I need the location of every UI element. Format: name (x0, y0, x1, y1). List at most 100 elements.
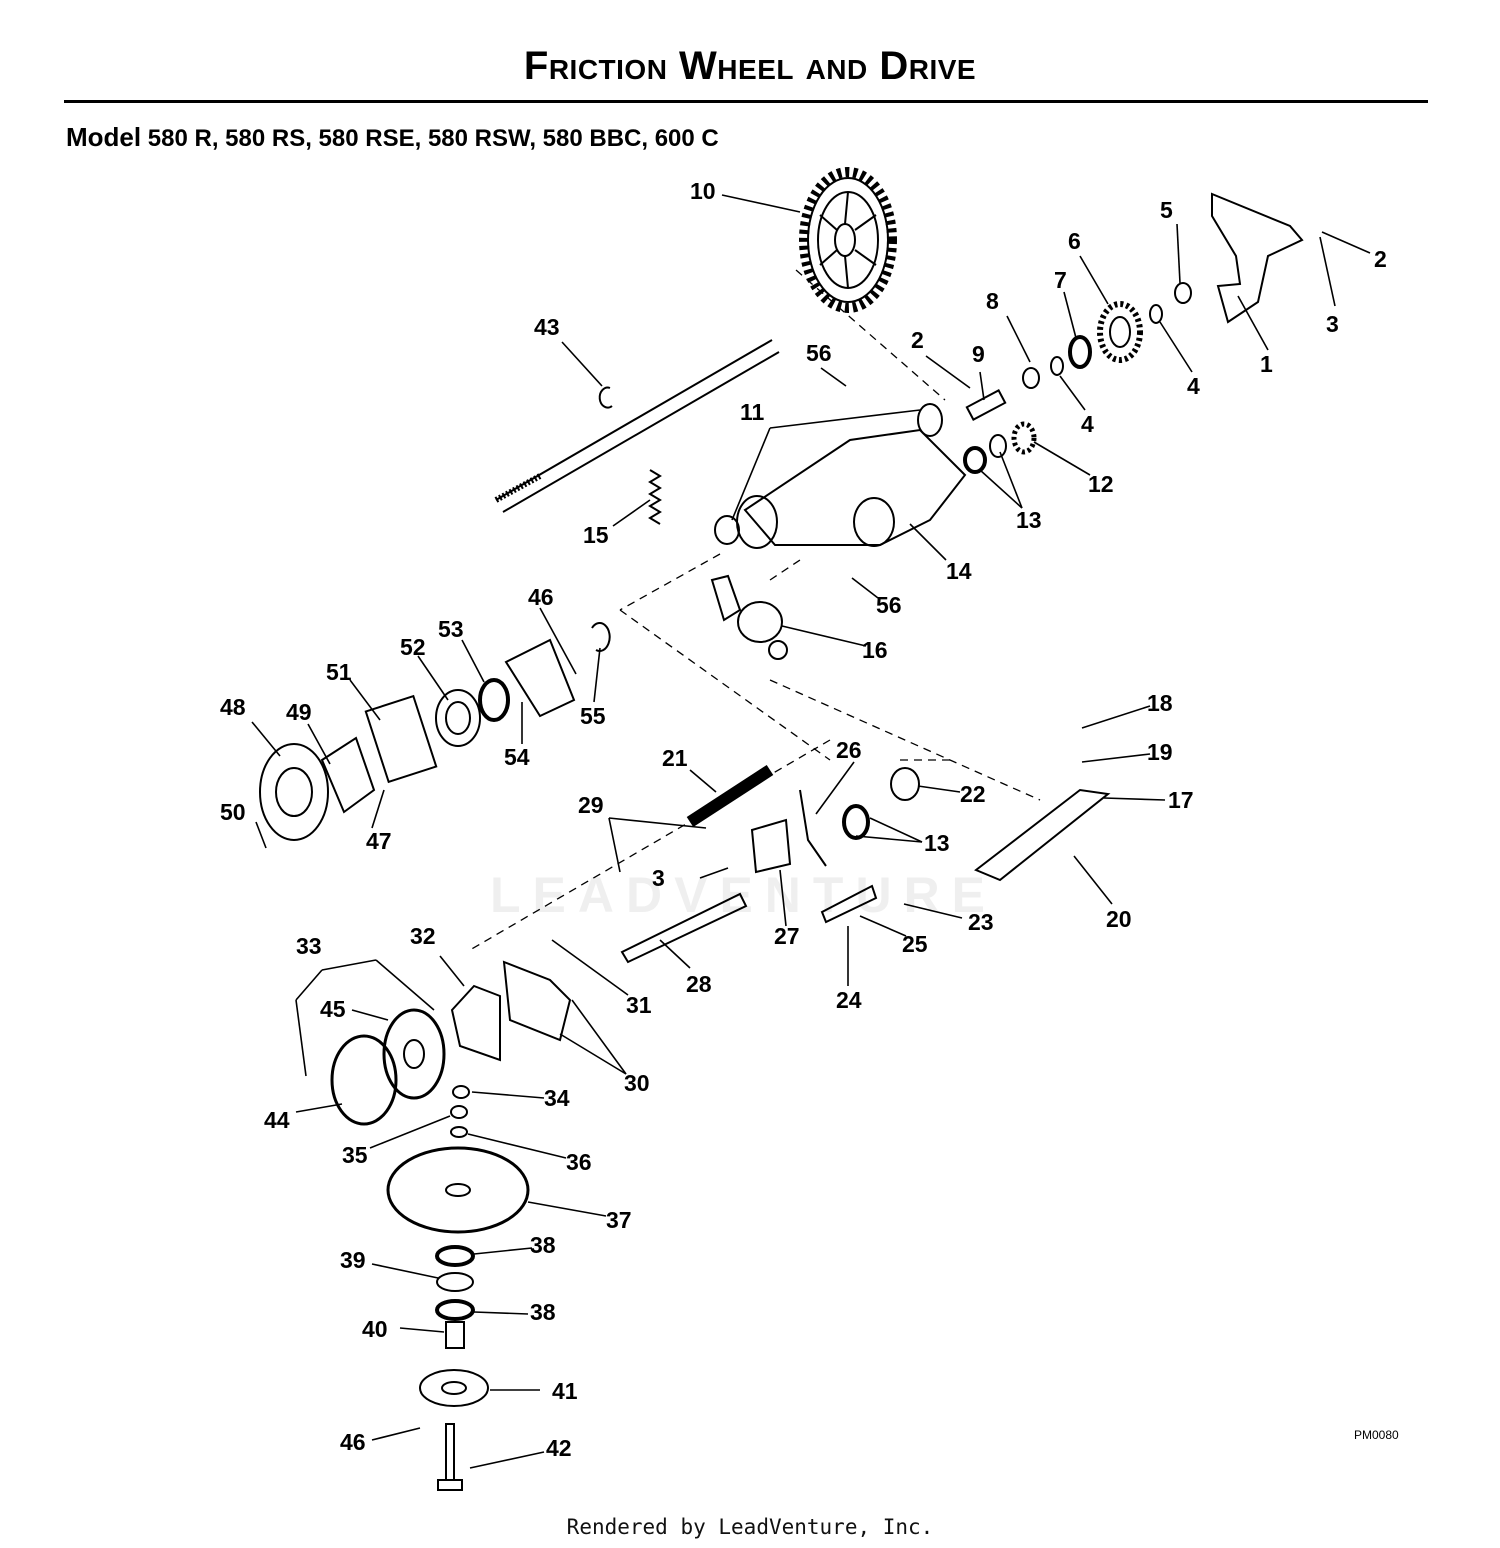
part-lever-plate[interactable] (750, 818, 792, 874)
callout-40: 40 (362, 1316, 388, 1342)
callout-20: 20 (1106, 906, 1132, 932)
part-pin[interactable] (965, 389, 1007, 421)
callout-34: 34 (544, 1085, 570, 1111)
part-flange[interactable] (320, 736, 376, 814)
part-lever[interactable] (799, 789, 827, 867)
callout-46: 46 (340, 1429, 366, 1455)
callout-41: 41 (552, 1378, 578, 1404)
part-cover[interactable] (1211, 192, 1304, 324)
callout-38: 38 (530, 1232, 556, 1258)
callout-29: 29 (578, 792, 604, 818)
assembly-dashed-lines (469, 269, 1041, 951)
part-hex-shaft[interactable] (620, 892, 748, 964)
part-bearing[interactable] (435, 1299, 475, 1321)
callout-56: 56 (806, 340, 832, 366)
callout-42: 42 (546, 1435, 572, 1461)
callout-50: 50 (220, 799, 246, 825)
part-washer[interactable] (1149, 304, 1163, 324)
part-pinion[interactable] (1011, 421, 1037, 455)
part-washer[interactable] (450, 1126, 468, 1138)
callout-32: 32 (410, 923, 436, 949)
part-spacer[interactable] (436, 1272, 474, 1292)
callout-48: 48 (220, 694, 246, 720)
diagram-code: PM0080 (1354, 1428, 1399, 1442)
callout-15: 15 (583, 522, 609, 548)
part-retaining-ring[interactable] (598, 386, 613, 409)
callout-4: 4 (1081, 411, 1094, 437)
callout-55: 55 (580, 703, 606, 729)
callout-3: 3 (652, 865, 665, 891)
callout-4: 4 (1187, 373, 1200, 399)
part-drive-disc[interactable] (386, 1146, 530, 1234)
part-plate[interactable] (504, 638, 576, 718)
callout-46: 46 (528, 584, 554, 610)
model-list: 580 R, 580 RS, 580 RSE, 580 RSW, 580 BBC… (147, 125, 719, 152)
callout-56: 56 (876, 592, 902, 618)
callout-16: 16 (862, 637, 888, 663)
part-gear[interactable] (1097, 301, 1143, 363)
part-pedal-bar[interactable] (974, 788, 1111, 882)
part-bracket[interactable] (710, 574, 788, 660)
callout-21: 21 (662, 745, 688, 771)
model-line: Model 580 R, 580 RS, 580 RSE, 580 RSW, 5… (66, 122, 719, 153)
callout-leaders (251, 194, 1371, 1469)
part-snap-ring[interactable] (591, 621, 611, 652)
part-bearing-flange[interactable] (419, 1369, 489, 1407)
part-bearing[interactable] (435, 1245, 475, 1267)
part-washer[interactable] (1050, 356, 1064, 376)
part-bushing[interactable] (842, 804, 870, 840)
part-bearing[interactable] (478, 678, 510, 722)
callout-9: 9 (972, 341, 985, 367)
part-bearing[interactable] (1068, 335, 1092, 369)
callout-13: 13 (924, 830, 950, 856)
callout-2: 2 (1374, 246, 1387, 272)
callout-26: 26 (836, 737, 862, 763)
callout-19: 19 (1147, 739, 1173, 765)
part-rubber-ring[interactable] (330, 1034, 398, 1126)
callout-22: 22 (960, 781, 986, 807)
callout-35: 35 (342, 1142, 368, 1168)
callout-11: 11 (740, 399, 765, 425)
page-title: Friction Wheel and Drive (523, 44, 977, 88)
part-plate[interactable] (502, 960, 572, 1042)
part-support-plate[interactable] (364, 694, 438, 784)
part-nut[interactable] (452, 1085, 470, 1099)
part-housing[interactable] (714, 403, 967, 549)
callout-17: 17 (1168, 787, 1194, 813)
callout-27: 27 (774, 923, 800, 949)
callout-1: 1 (1260, 351, 1273, 377)
callout-12: 12 (1088, 471, 1114, 497)
callout-45: 45 (320, 996, 346, 1022)
part-ring[interactable] (890, 767, 920, 801)
part-bolt[interactable] (437, 1423, 463, 1491)
callout-18: 18 (1147, 690, 1173, 716)
callout-43: 43 (534, 314, 560, 340)
part-link[interactable] (820, 884, 878, 924)
part-axle-shaft[interactable] (494, 339, 780, 513)
callout-49: 49 (286, 699, 312, 725)
part-snap-ring[interactable] (989, 434, 1007, 458)
part-washer[interactable] (450, 1105, 468, 1119)
callout-24: 24 (836, 987, 862, 1013)
callout-54: 54 (504, 744, 530, 770)
callout-39: 39 (340, 1247, 366, 1273)
callout-23: 23 (968, 909, 994, 935)
callout-5: 5 (1160, 197, 1173, 223)
part-friction-wheel[interactable] (382, 1008, 446, 1100)
callout-7: 7 (1054, 267, 1067, 293)
part-bearing-housing[interactable] (435, 689, 481, 747)
part-hub-plate[interactable] (259, 743, 329, 841)
callout-38: 38 (530, 1299, 556, 1325)
part-washer[interactable] (1022, 367, 1040, 389)
part-spring[interactable] (648, 469, 662, 525)
callout-37: 37 (606, 1207, 632, 1233)
part-bushing[interactable] (963, 446, 987, 474)
part-sprocket[interactable] (799, 167, 897, 313)
part-drive-plate[interactable] (450, 984, 501, 1062)
part-washer[interactable] (1174, 282, 1192, 304)
callout-6: 6 (1068, 228, 1081, 254)
part-sleeve[interactable] (445, 1321, 465, 1349)
callout-13: 13 (1016, 507, 1042, 533)
callout-36: 36 (566, 1149, 592, 1175)
